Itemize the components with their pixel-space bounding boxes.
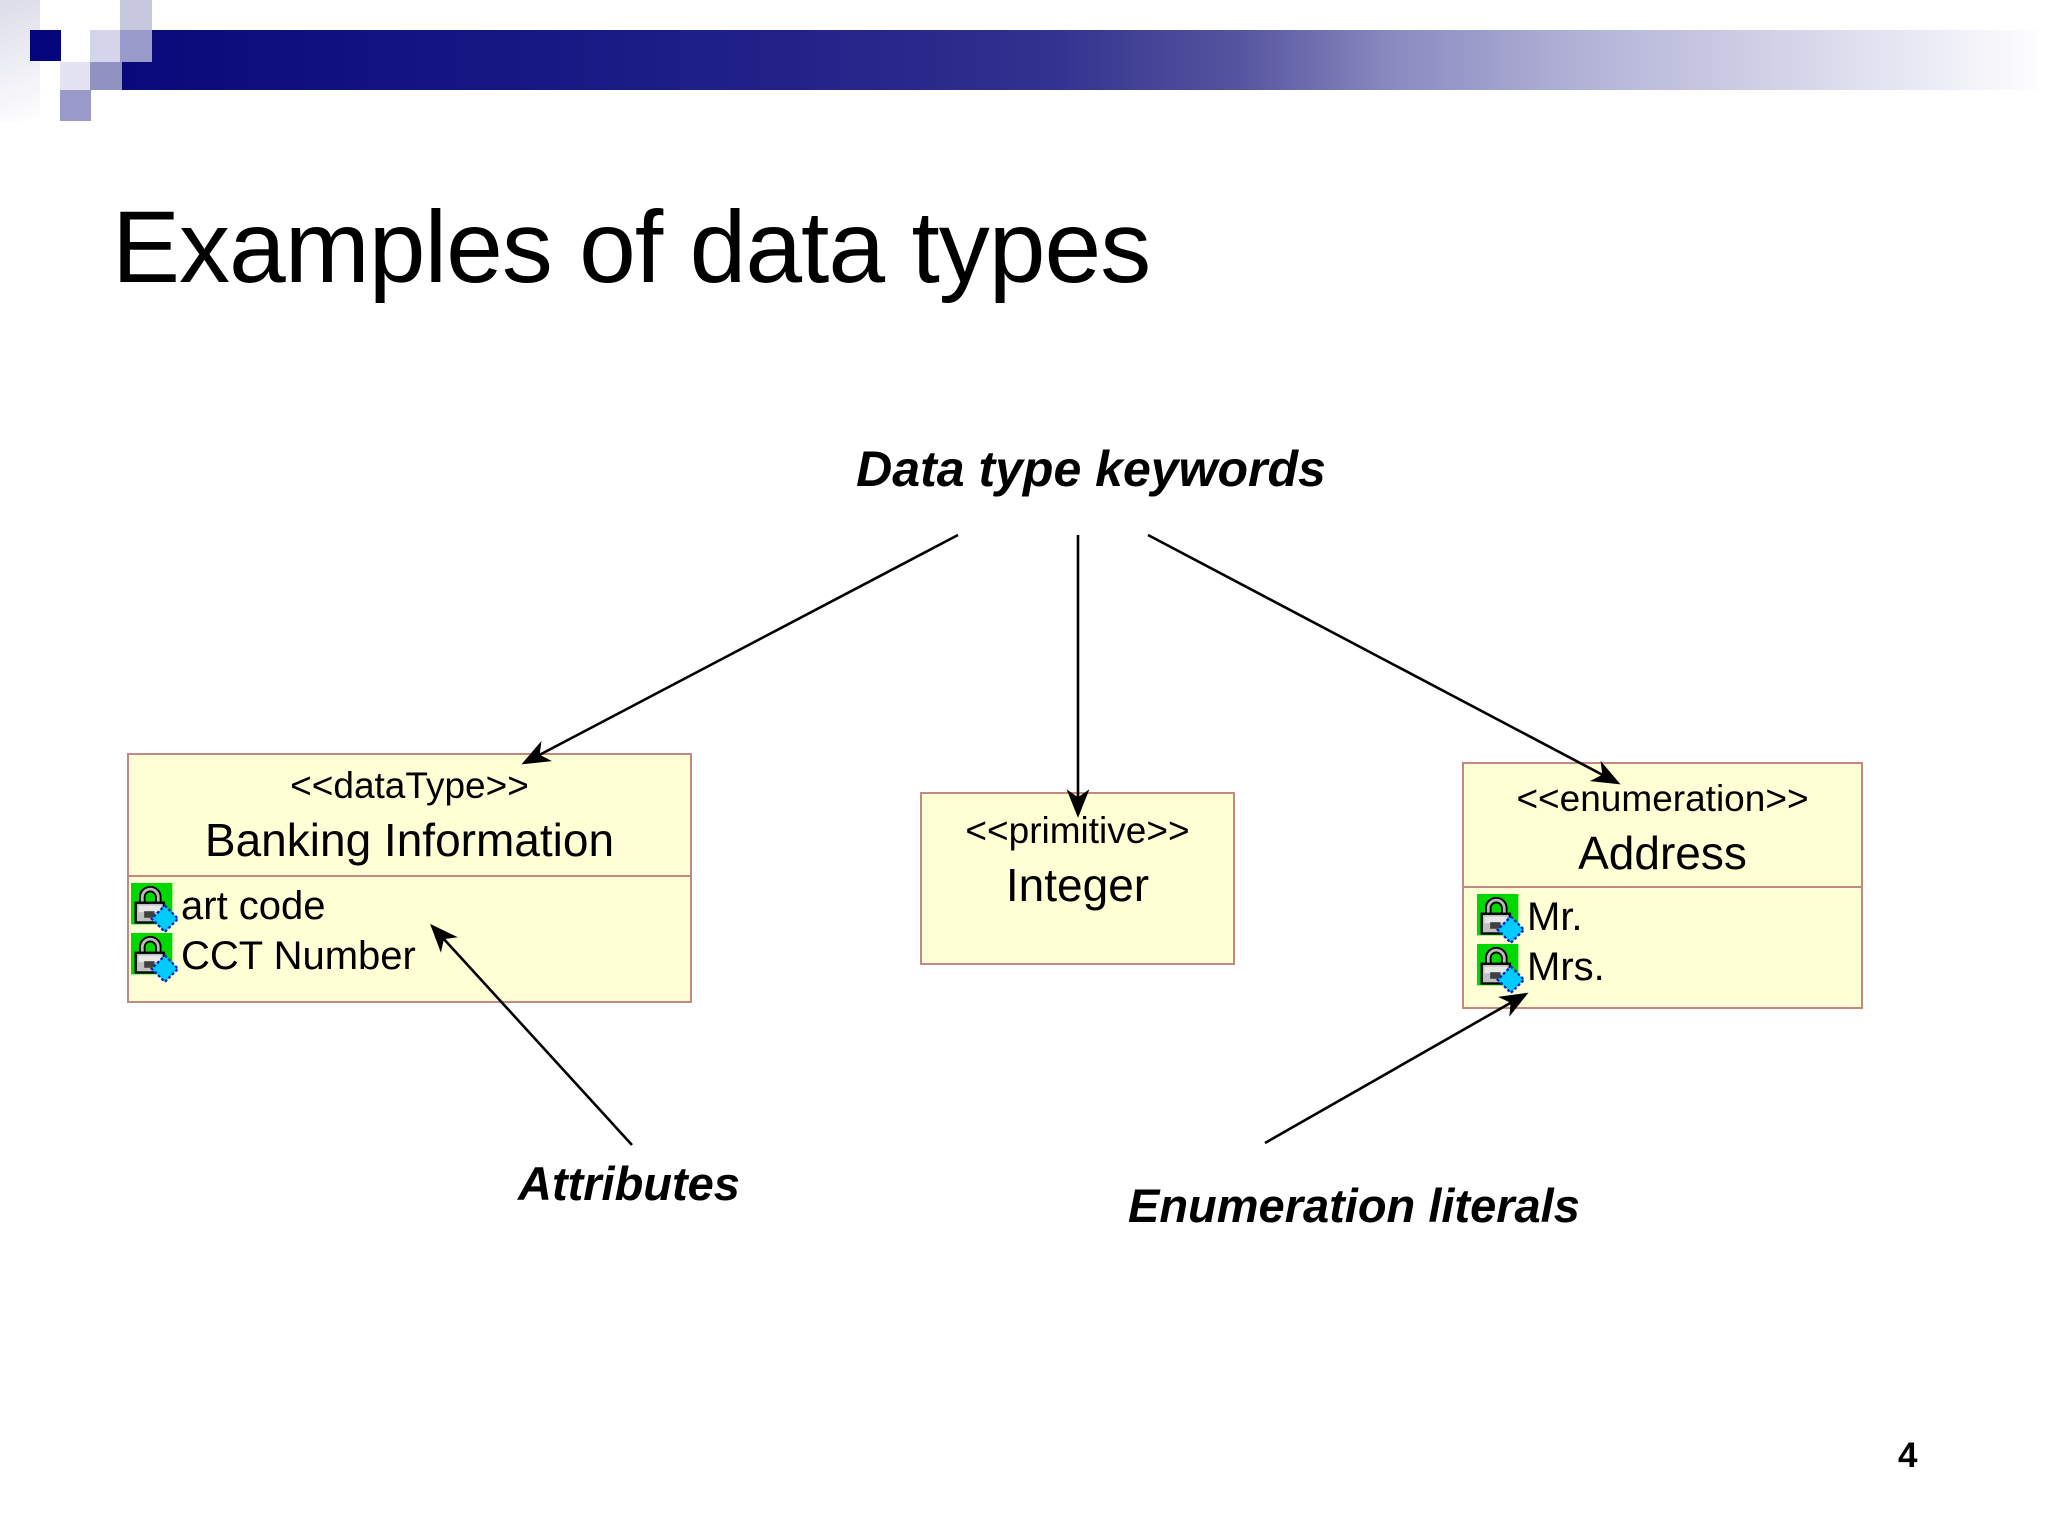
lock-diamond-icon [131, 932, 180, 984]
box-name: Banking Information [204, 814, 615, 866]
corner-square [60, 90, 91, 121]
box-header: <<primitive>> Integer [922, 806, 1233, 914]
arrow-literals-to-address [1264, 992, 1529, 1145]
corner-square [120, 0, 152, 30]
corner-square [90, 62, 122, 90]
datatype-box-banking: <<dataType>> Banking Information art cod… [127, 753, 692, 1003]
attributes-label: Attributes [518, 1157, 740, 1210]
corner-decoration-strip [0, 0, 40, 122]
attribute-row: CCT Number [131, 931, 690, 984]
attribute-name: CCT Number [181, 933, 416, 978]
literal-name: Mrs. [1527, 944, 1605, 989]
literals-compartment: Mr. Mrs. [1464, 886, 1861, 995]
box-name: Integer [1005, 859, 1150, 911]
corner-square [30, 30, 61, 61]
keywords-label: Data type keywords [856, 441, 1326, 497]
box-header: <<dataType>> Banking Information [129, 755, 690, 875]
stereotype-text: <<primitive>> [965, 810, 1190, 851]
literal-name: Mr. [1527, 894, 1583, 939]
corner-square [90, 30, 122, 62]
stereotype-text: <<enumeration>> [1516, 778, 1809, 819]
primitive-box-integer: <<primitive>> Integer [920, 792, 1235, 965]
page-number: 4 [1898, 1436, 1918, 1475]
header-gradient-bar [120, 30, 2048, 90]
literal-row: Mrs. [1477, 942, 1861, 995]
box-name: Address [1578, 827, 1747, 879]
slide-title: Examples of data types [112, 190, 1151, 304]
corner-square [60, 62, 91, 90]
attribute-row: art code [131, 881, 690, 934]
enumeration-box-address: <<enumeration>> Address Mr. [1462, 762, 1863, 1009]
attribute-name: art code [181, 883, 326, 928]
enumeration-literals-label: Enumeration literals [1128, 1179, 1580, 1232]
literal-row: Mr. [1477, 892, 1861, 945]
arrow-keywords-to-address [1147, 533, 1621, 785]
stereotype-text: <<dataType>> [290, 765, 529, 806]
arrow-keywords-to-banking [521, 533, 959, 765]
corner-square [120, 30, 152, 62]
lock-diamond-icon [131, 882, 180, 934]
lock-diamond-icon [1477, 893, 1526, 945]
lock-diamond-icon [1477, 943, 1526, 995]
attributes-compartment: art code CCT Number [129, 875, 690, 984]
box-header: <<enumeration>> Address [1464, 764, 1861, 886]
